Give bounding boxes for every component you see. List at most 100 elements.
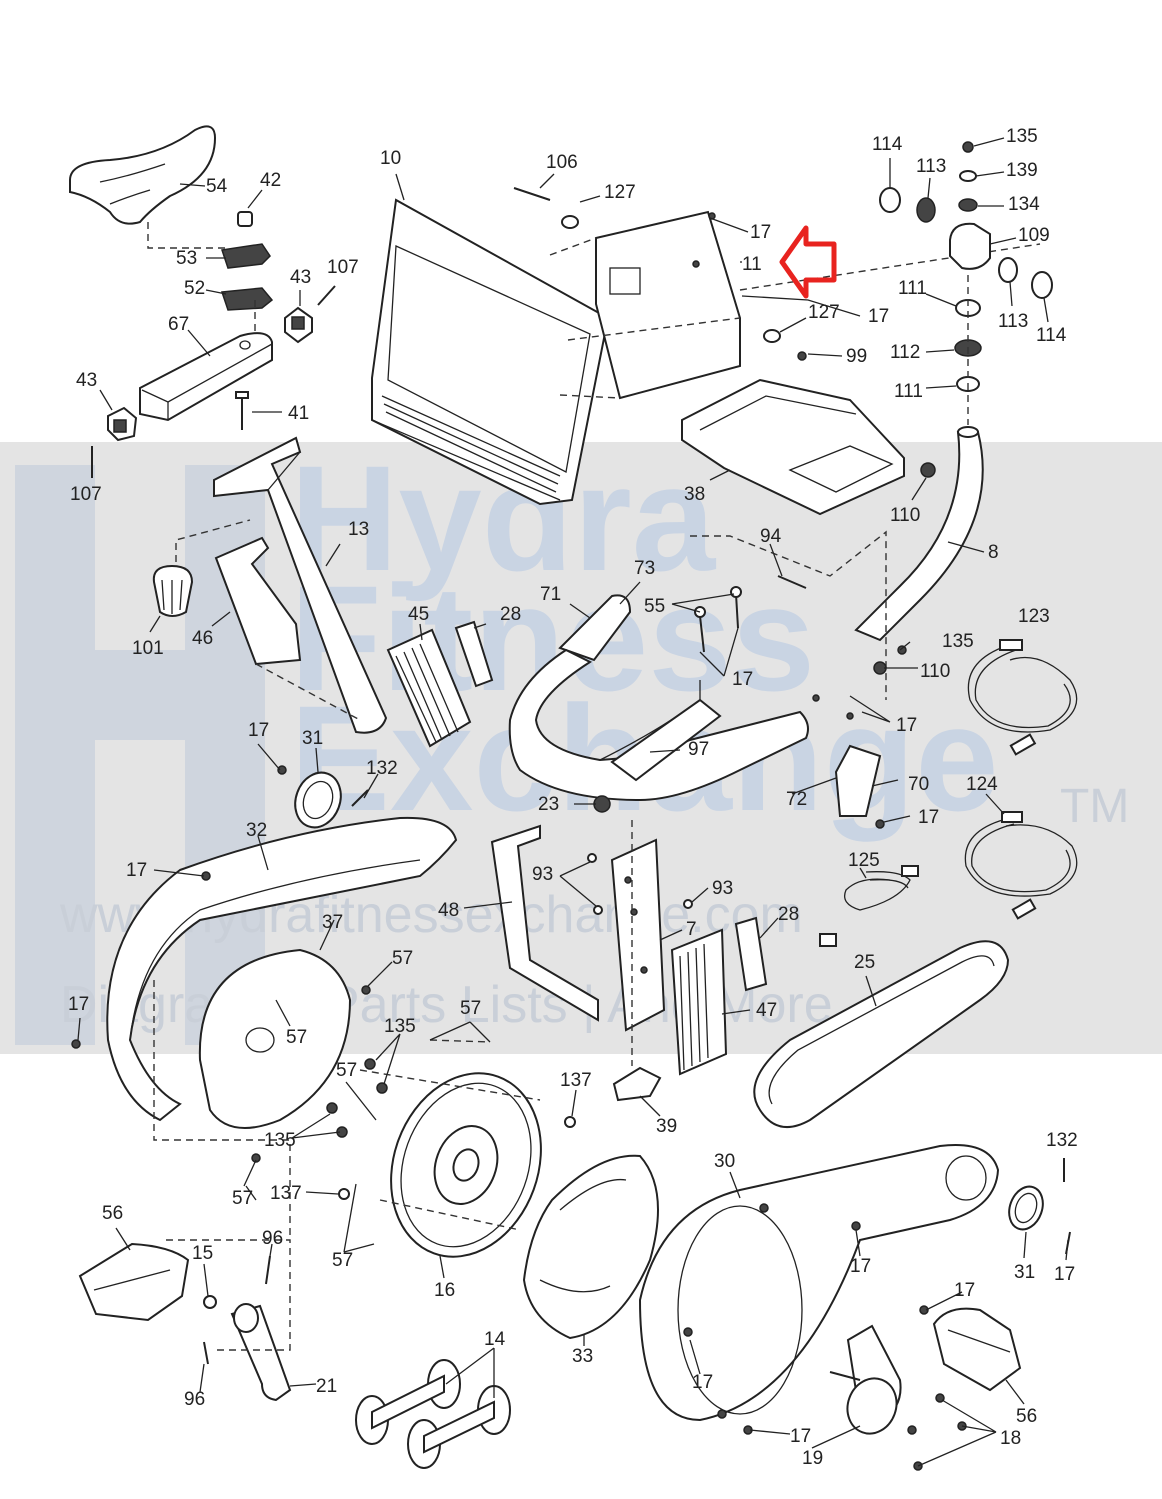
part-label-107: 107 (70, 484, 102, 505)
part-label-101: 101 (132, 638, 164, 659)
part-label-41: 41 (288, 403, 309, 424)
part-label-7: 7 (686, 919, 697, 940)
tray-part (681, 378, 905, 516)
part-label-37: 37 (322, 912, 343, 933)
leader-lines (77, 137, 1069, 1467)
dumbbells-part (355, 1359, 511, 1469)
part-label-57: 57 (332, 1250, 353, 1271)
part-label-10: 10 (380, 148, 401, 169)
part-label-31: 31 (1014, 1262, 1035, 1283)
part-label-70: 70 (908, 774, 929, 795)
part-label-28: 28 (778, 904, 799, 925)
highlight-arrow (779, 225, 837, 299)
part-label-111: 111 (898, 278, 927, 299)
drive-belt-part (753, 940, 1010, 1129)
part-label-23: 23 (538, 794, 559, 815)
right-shroud-part (638, 1144, 1000, 1422)
part-label-17: 17 (896, 715, 917, 736)
part-label-17: 17 (918, 807, 939, 828)
part-label-132: 132 (366, 758, 398, 779)
part-label-134: 134 (1008, 194, 1040, 215)
part-label-28: 28 (500, 604, 521, 625)
right-crank-part (829, 1324, 902, 1435)
seat-upright-part (213, 436, 388, 734)
part-labels: 54 42 53 52 43 107 67 43 41 107 10 106 1… (68, 126, 1078, 1469)
part-label-99: 99 (846, 346, 867, 367)
part-label-57: 57 (232, 1188, 253, 1209)
part-label-137: 137 (560, 1070, 592, 1091)
part-label-107: 107 (327, 257, 359, 278)
part-label-42: 42 (260, 170, 281, 191)
part-label-17: 17 (790, 1426, 811, 1447)
part-label-132: 132 (1046, 1130, 1078, 1151)
part-label-32: 32 (246, 820, 267, 841)
part-label-17: 17 (750, 222, 771, 243)
part-label-109: 109 (1018, 225, 1050, 246)
part-label-111: 111 (894, 381, 923, 402)
part-label-17: 17 (68, 994, 89, 1015)
part-label-123: 123 (1018, 606, 1050, 627)
part-label-135: 135 (264, 1130, 296, 1151)
part-label-17: 17 (850, 1256, 871, 1277)
part-label-18: 18 (1000, 1428, 1021, 1449)
part-label-56: 56 (1016, 1406, 1037, 1427)
part-label-8: 8 (988, 542, 999, 563)
left-pedal-part (78, 1242, 190, 1322)
part-label-25: 25 (854, 952, 875, 973)
part-label-112: 112 (890, 342, 920, 363)
part-label-54: 54 (206, 176, 228, 197)
part-label-56: 56 (102, 1203, 123, 1224)
part-label-135: 135 (1006, 126, 1038, 147)
part-label-127: 127 (604, 182, 636, 203)
part-label-17: 17 (954, 1280, 975, 1301)
part-label-57: 57 (460, 998, 481, 1019)
inner-disc-part (198, 948, 352, 1129)
part-label-33: 33 (572, 1346, 593, 1367)
part-label-48: 48 (438, 900, 459, 921)
part-label-97: 97 (688, 739, 709, 760)
part-label-53: 53 (176, 248, 197, 269)
part-label-17: 17 (868, 306, 889, 327)
part-label-139: 139 (1006, 160, 1038, 181)
part-label-30: 30 (714, 1151, 735, 1172)
frame-upright-part (610, 838, 666, 1032)
flywheel-cover-part (522, 1154, 659, 1340)
part-label-43: 43 (290, 267, 311, 288)
part-label-57: 57 (286, 1027, 307, 1048)
part-label-19: 19 (802, 1448, 823, 1469)
console-part (371, 198, 610, 506)
part-label-110: 110 (920, 661, 950, 682)
left-shroud-part (106, 816, 458, 1122)
part-label-113: 113 (916, 156, 946, 177)
part-label-127: 127 (808, 302, 840, 323)
part-label-47: 47 (756, 1000, 777, 1021)
right-pedal-part (932, 1307, 1022, 1392)
part-label-137: 137 (270, 1183, 302, 1204)
part-label-45: 45 (408, 604, 429, 625)
part-label-16: 16 (434, 1280, 455, 1301)
part-label-17: 17 (126, 860, 147, 881)
part-label-46: 46 (192, 628, 213, 649)
part-label-96: 96 (262, 1228, 283, 1249)
part-label-114: 114 (1036, 325, 1067, 346)
part-label-15: 15 (192, 1243, 213, 1264)
part-label-55: 55 (644, 596, 665, 617)
part-label-110: 110 (890, 505, 920, 526)
part-label-14: 14 (484, 1329, 506, 1350)
part-label-17: 17 (732, 669, 753, 690)
part-label-125: 125 (848, 850, 880, 871)
part-label-57: 57 (392, 948, 413, 969)
part-label-31: 31 (302, 728, 323, 749)
neck-tube-part (854, 426, 984, 642)
part-label-93: 93 (532, 864, 553, 885)
part-label-17: 17 (692, 1372, 713, 1393)
part-label-43: 43 (76, 370, 97, 391)
part-label-67: 67 (168, 314, 189, 335)
part-label-135: 135 (942, 631, 974, 652)
part-label-17: 17 (1054, 1264, 1075, 1285)
part-label-52: 52 (184, 278, 205, 299)
watermark-tm: TM (1060, 780, 1129, 833)
part-label-72: 72 (786, 789, 807, 810)
part-label-124: 124 (966, 774, 998, 795)
part-label-17: 17 (248, 720, 269, 741)
